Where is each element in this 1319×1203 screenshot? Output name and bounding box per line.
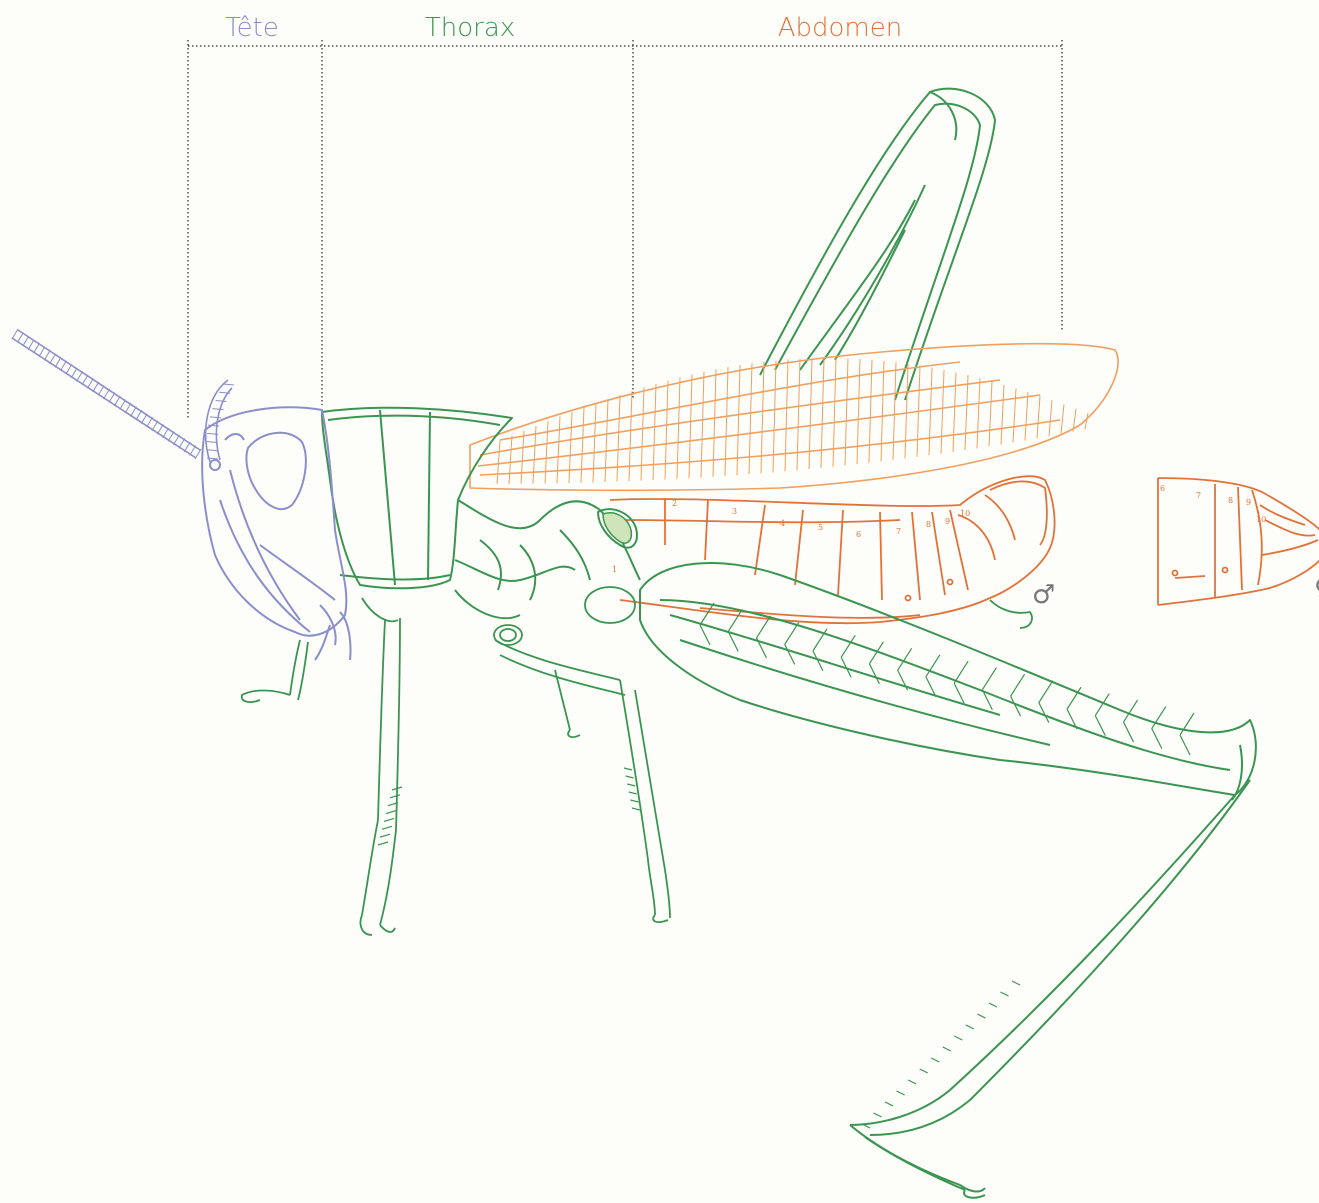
segment-label: 8 [1228,496,1233,505]
inset-female-abdomen [1158,478,1319,605]
segment-label: 4 [780,519,785,528]
segment-label: 3 [732,507,737,516]
label-thorax: Thorax [425,13,515,43]
femur-herringbone [700,603,1194,755]
far-hind-leg [760,89,995,400]
tympanal-organ [603,513,631,543]
wing-cross-veins [497,358,1088,484]
segment-label: 9 [945,517,950,526]
segment-label: 6 [856,530,861,539]
segment-label: 10 [960,509,970,518]
label-head: Tête [225,13,279,43]
front-legs [242,598,1032,935]
segment-label: 7 [896,527,901,536]
segment-label: 8 [926,520,931,529]
head [202,407,350,660]
male-symbol: ♂ [1032,580,1055,610]
segment-label: 10 [1256,515,1266,524]
segment-label: 5 [818,523,823,532]
inset-segment-labels: 6 7 8 9 10 [1160,484,1266,524]
segment-label: 9 [1246,498,1251,507]
tibia-spines [378,768,1020,1128]
segment-label: 2 [672,499,677,508]
label-abdomen: Abdomen [778,13,903,43]
thorax-body [322,408,640,618]
female-symbol: ♀ [1314,574,1319,604]
region-guides [188,40,1062,420]
segment-label: 1 [612,565,617,574]
forewing [470,344,1118,491]
near-hind-leg [640,563,1256,1198]
segment-label: 7 [1196,491,1201,500]
segment-label: 6 [1160,484,1165,493]
